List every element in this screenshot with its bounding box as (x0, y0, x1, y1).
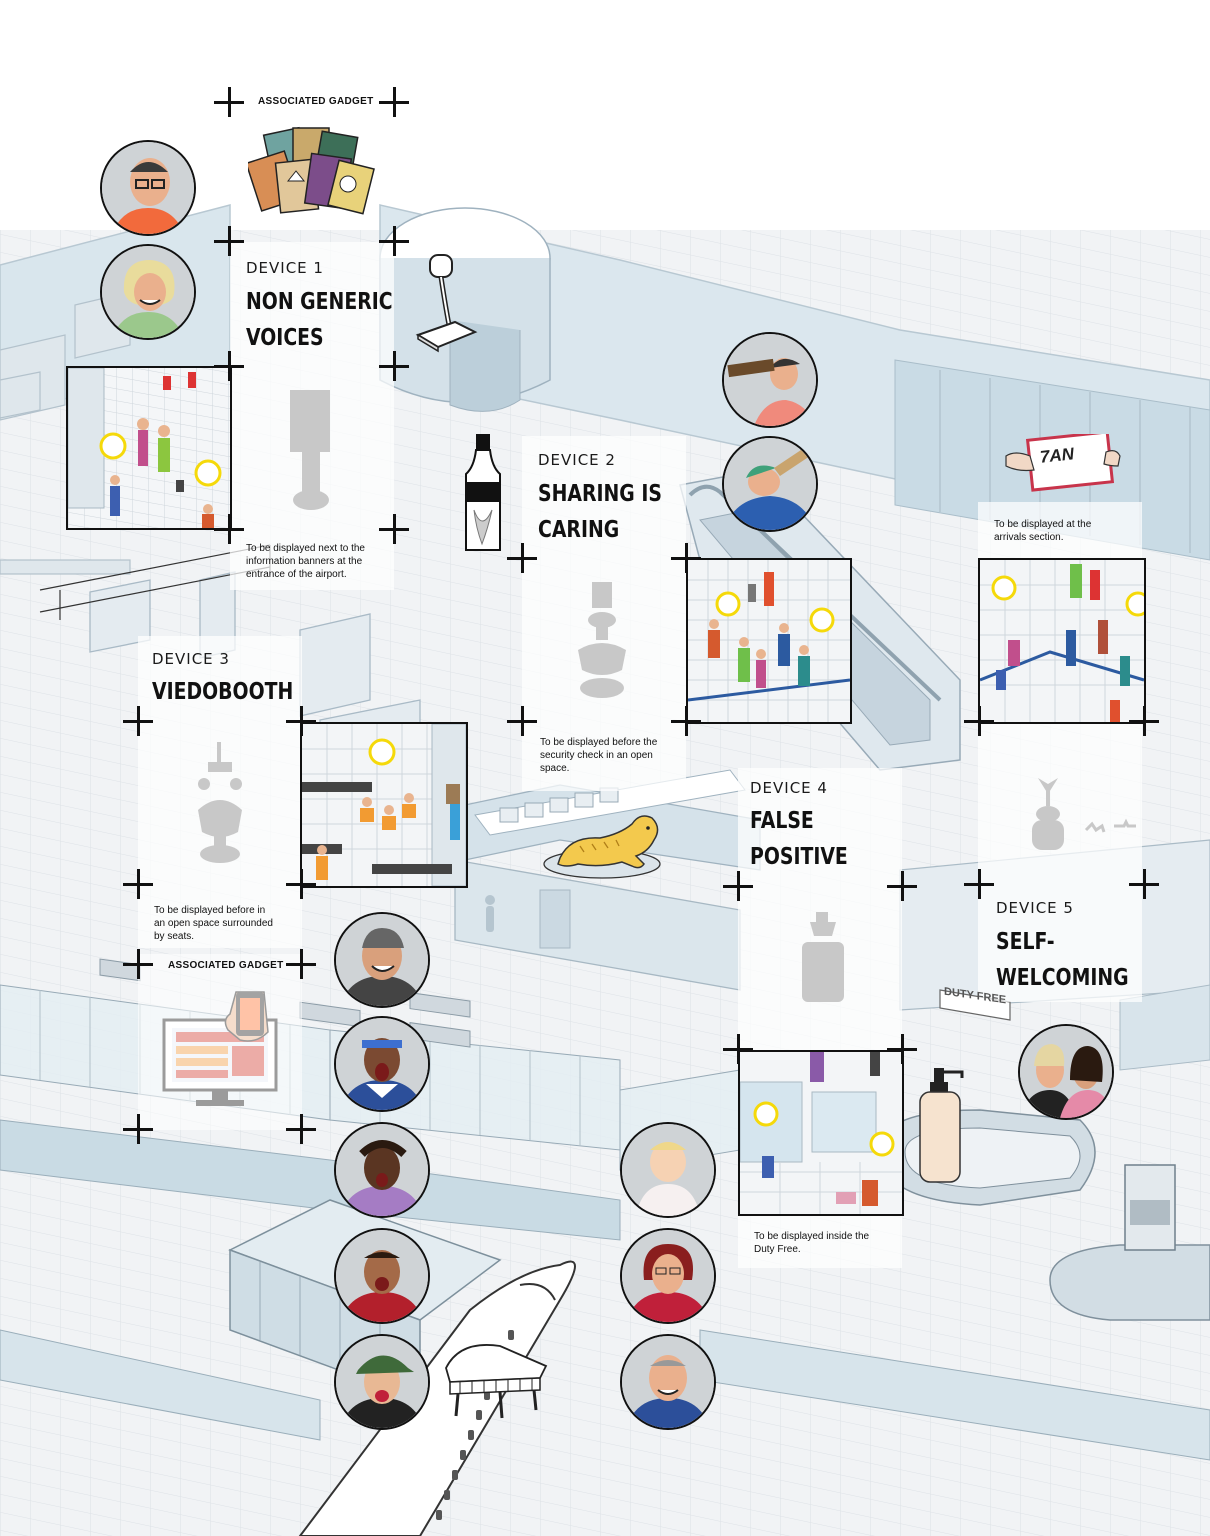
device-1-scene-photo (66, 366, 232, 530)
crop-mark (671, 543, 701, 573)
avatar-woman-cap (334, 1334, 430, 1430)
crop-mark (887, 871, 917, 901)
restroom-door (539, 889, 571, 949)
crop-mark (671, 706, 701, 736)
device-3-scene-photo (300, 722, 468, 888)
avatar-two-women (1018, 1024, 1114, 1120)
crop-mark (214, 514, 244, 544)
device-5-silhouette (1032, 778, 1136, 850)
crop-mark (214, 226, 244, 256)
avatar-woman-red-hair (620, 1228, 716, 1324)
crop-mark (379, 226, 409, 256)
restroom-sign-icon (485, 895, 495, 905)
avatar-singer-headband (334, 1016, 430, 1112)
piano-gadget-illustration (445, 1344, 548, 1419)
device-4-scene-photo (738, 1050, 904, 1216)
microphone-gadget-illustration (415, 254, 478, 353)
gadget-3-panel (138, 954, 302, 1130)
crop-mark (964, 869, 994, 899)
crop-mark (723, 1034, 753, 1064)
device-2-number: DEVICE 2 (538, 451, 616, 469)
device-1-number: DEVICE 1 (246, 259, 324, 277)
crop-mark (887, 1034, 917, 1064)
device-5-number: DEVICE 5 (996, 899, 1074, 917)
lotion-bottle-illustration (919, 1068, 964, 1183)
device-5-title: SELF-WELCOMING (996, 929, 1129, 991)
tiger-statue-illustration (543, 815, 661, 879)
avatar-woman-telescope (722, 332, 818, 428)
crop-mark (379, 87, 409, 117)
name-card-gadget-illustration (1005, 434, 1121, 492)
device-3-panel (138, 636, 302, 948)
waiting-seats (99, 958, 471, 1048)
crop-mark (507, 543, 537, 573)
crop-mark (379, 351, 409, 381)
avatar-baby (620, 1122, 716, 1218)
crop-mark (286, 1114, 316, 1144)
device-1-silhouette (290, 390, 330, 510)
avatar-woman-dreadlocks (334, 1122, 430, 1218)
device-2-scene-photo (686, 558, 852, 724)
bottle-gadget-illustration (465, 434, 501, 551)
device-2-silhouette (578, 582, 626, 698)
crop-mark (123, 706, 153, 736)
crop-mark (123, 869, 153, 899)
device-4-silhouette (802, 912, 844, 1002)
crop-mark (1129, 869, 1159, 899)
apron-edge (0, 1329, 321, 1441)
crop-mark (286, 706, 316, 736)
avatar-man-drinking (722, 436, 818, 532)
crop-mark (214, 351, 244, 381)
crop-mark (123, 1114, 153, 1144)
cards-gadget-illustration (248, 126, 375, 215)
avatar-man-laughing (334, 912, 430, 1008)
device-3-title: VIEDOBOOTH (152, 679, 294, 705)
avatar-woman-blonde (100, 244, 196, 340)
restroom-figure (486, 906, 494, 932)
crop-mark (1129, 706, 1159, 736)
crop-mark (286, 949, 316, 979)
name-card-text: 7AN (1039, 444, 1075, 467)
crop-mark (507, 706, 537, 736)
avatar-older-man (620, 1334, 716, 1430)
gadget-1-label: ASSOCIATED GADGET (258, 96, 374, 107)
crop-mark (214, 87, 244, 117)
crop-mark (286, 869, 316, 899)
device-3-silhouette (198, 742, 242, 863)
crop-mark (123, 949, 153, 979)
gadget-3-label: ASSOCIATED GADGET (168, 960, 284, 971)
avatar-man-glasses (100, 140, 196, 236)
lower-wall (0, 1119, 621, 1241)
device-3-number: DEVICE 3 (152, 650, 230, 668)
kiosk-door (449, 320, 521, 412)
avatar-man-red-shirt (334, 1228, 430, 1324)
device-5-scene-photo (978, 558, 1146, 724)
crop-mark (723, 871, 753, 901)
crop-mark (964, 706, 994, 736)
device-4-number: DEVICE 4 (750, 779, 828, 797)
crop-mark (379, 514, 409, 544)
